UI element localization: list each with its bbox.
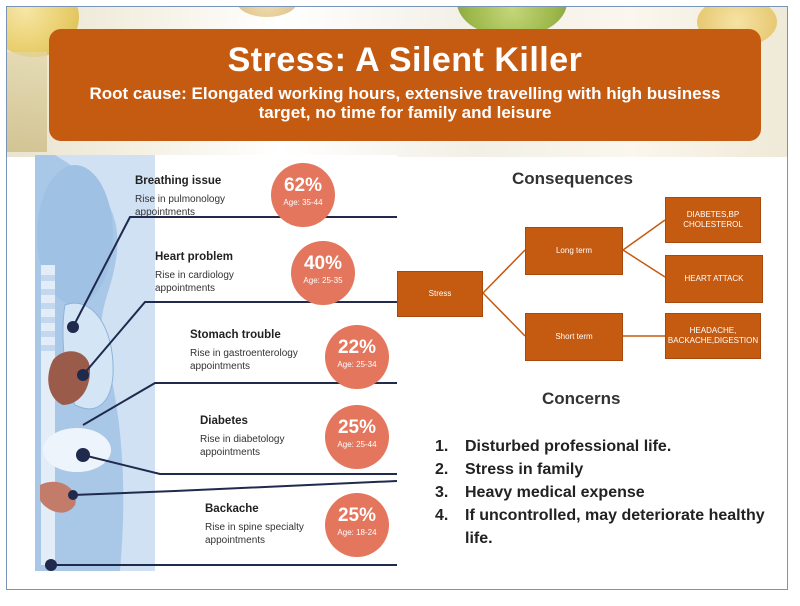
percent-badge: 62% Age: 35-44 [271, 163, 335, 227]
list-text: Heavy medical expense [465, 484, 645, 501]
slide-subtitle: Root cause: Elongated working hours, ext… [89, 84, 721, 122]
item-description: Rise in pulmonology appointments [135, 194, 226, 218]
item-name: Breathing issue [135, 175, 222, 187]
concerns-list: 1. Disturbed professional life. 2. Stress … [435, 435, 765, 550]
item-name: Diabetes [200, 415, 248, 427]
list-item: 1. Disturbed professional life. [435, 435, 765, 458]
slide: Stress: A Silent Killer Root cause: Elon… [6, 6, 788, 590]
percent-badge: 40% Age: 25-35 [291, 241, 355, 305]
list-text: Disturbed professional life. [465, 438, 672, 455]
age-range: Age: 25-35 [303, 276, 343, 285]
diabetes-bp-node: DIABETES,BP CHOLESTEROL [665, 197, 761, 243]
item-description: Rise in gastroenterology appointments [190, 348, 298, 372]
percent-badge: 25% Age: 25-44 [325, 405, 389, 469]
item-description: Rise in spine specialty appointments [205, 522, 304, 546]
heart-attack-node: HEART ATTACK [665, 255, 763, 303]
short-term-node: Short term [525, 313, 623, 361]
infographic-item-diabetes: Diabetes Rise in diabetology appointment… [35, 405, 397, 485]
infographic-item-heart: Heart problem Rise in cardiology appoint… [35, 237, 397, 317]
age-range: Age: 35-44 [283, 198, 323, 207]
concerns-title: Concerns [542, 389, 621, 408]
percent-value: 25% [337, 505, 377, 526]
percent-value: 62% [283, 175, 323, 196]
list-item: 3. Heavy medical expense [435, 481, 765, 504]
age-range: Age: 18-24 [337, 528, 377, 537]
age-range: Age: 25-34 [337, 360, 377, 369]
item-description: Rise in cardiology appointments [155, 270, 234, 294]
stress-node: Stress [397, 271, 483, 317]
slide-title: Stress: A Silent Killer [227, 41, 583, 79]
list-text: Stress in family [465, 461, 584, 478]
percent-badge: 22% Age: 25-34 [325, 325, 389, 389]
food-image [7, 52, 47, 152]
list-item: 2. Stress in family [435, 458, 765, 481]
title-banner: Stress: A Silent Killer Root cause: Elon… [49, 29, 761, 141]
infographic-item-stomach: Stomach trouble Rise in gastroenterology… [35, 319, 397, 399]
list-number: 1. [435, 438, 449, 455]
human-body-illustration [35, 155, 397, 571]
age-range: Age: 25-44 [337, 440, 377, 449]
item-name: Backache [205, 503, 259, 515]
list-item: 4. If uncontrolled, may deteriorate healt… [435, 504, 765, 550]
list-number: 4. [435, 507, 449, 524]
list-number: 3. [435, 484, 449, 501]
list-text: If uncontrolled, may deteriorate healthy… [465, 507, 765, 547]
percent-badge: 25% Age: 18-24 [325, 493, 389, 557]
consequences-title: Consequences [512, 169, 633, 188]
list-number: 2. [435, 461, 449, 478]
long-term-node: Long term [525, 227, 623, 275]
health-infographic: Breathing issue Rise in pulmonology appo… [35, 155, 397, 571]
food-image [237, 7, 297, 17]
percent-value: 40% [303, 253, 343, 274]
headache-node: HEADACHE, BACKACHE,DIGESTION [665, 313, 761, 359]
item-name: Stomach trouble [190, 329, 281, 341]
percent-value: 25% [337, 417, 377, 438]
item-description: Rise in diabetology appointments [200, 434, 285, 458]
infographic-item-breathing: Breathing issue Rise in pulmonology appo… [35, 161, 397, 241]
item-name: Heart problem [155, 251, 233, 263]
infographic-item-backache: Backache Rise in spine specialty appoint… [35, 491, 397, 571]
percent-value: 22% [337, 337, 377, 358]
